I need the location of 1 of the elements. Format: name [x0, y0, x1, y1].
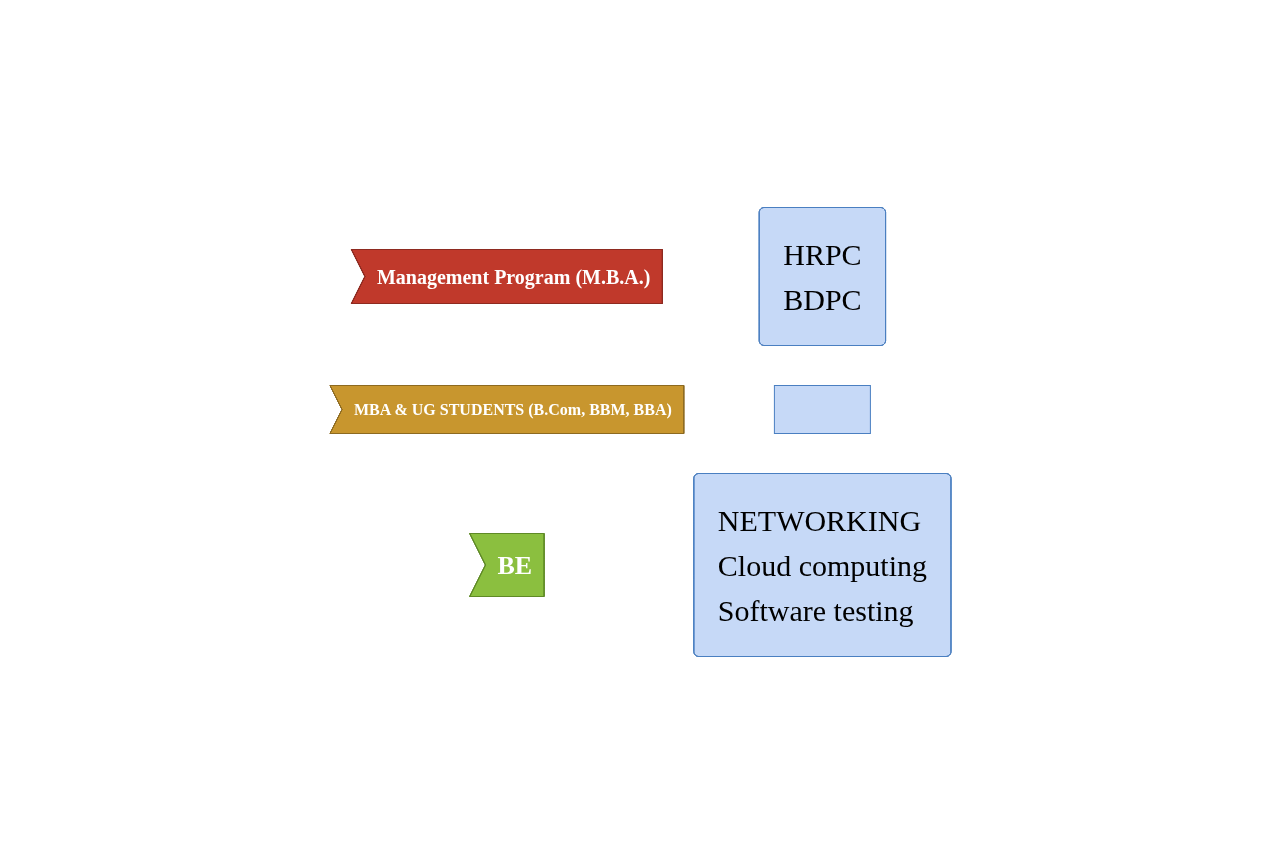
- node-box: [773, 385, 871, 434]
